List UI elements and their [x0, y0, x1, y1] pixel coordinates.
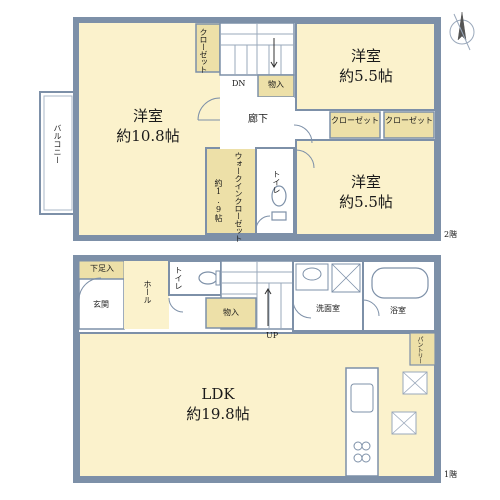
- label-toilet-2f: トイレ: [272, 170, 281, 194]
- label-western-se-size: 約5.5帖: [339, 193, 393, 211]
- label-hall: ホール: [143, 280, 152, 304]
- toilet-2f-fixture: [271, 185, 287, 207]
- label-closet-mid-1: クローゼット: [331, 116, 379, 125]
- label-western-large: 洋室 約10.8帖: [98, 106, 198, 146]
- label-toilet-1f: トイレ: [174, 266, 183, 290]
- label-closet-top: クローゼット: [199, 28, 208, 73]
- label-western-large-size: 約10.8帖: [116, 127, 180, 145]
- label-bath: 浴室: [390, 306, 406, 315]
- label-pantry: パントリー: [416, 336, 423, 364]
- label-hallway: 廊下: [248, 114, 268, 125]
- label-balcony: バルコニー: [53, 124, 62, 164]
- floor-1: [73, 255, 441, 483]
- closet-mid-1: [329, 111, 381, 139]
- closet-mid-2: [383, 111, 435, 139]
- label-western-ne-size: 約5.5帖: [339, 67, 393, 85]
- storage-1f: [205, 297, 257, 329]
- label-ldk-name: LDK: [201, 385, 235, 403]
- label-shoe-storage: 下足入: [90, 264, 114, 273]
- label-walkin-size: 約1.9帖: [214, 178, 223, 222]
- floor-2: [39, 17, 441, 241]
- label-stairs-dn: DN: [232, 79, 246, 88]
- label-western-ne-name: 洋室: [350, 47, 381, 65]
- label-ldk-size: 約19.8帖: [186, 405, 250, 423]
- label-western-ne: 洋室 約5.5帖: [316, 46, 416, 86]
- hall: [124, 261, 169, 329]
- room-western-ne: [295, 22, 436, 111]
- compass: [449, 11, 475, 51]
- balcony: [39, 91, 77, 215]
- label-western-se-name: 洋室: [350, 173, 381, 191]
- label-floor1: 1階: [444, 470, 458, 479]
- room-western-se: [295, 139, 436, 236]
- entrance: [78, 278, 125, 330]
- label-storage-2f: 物入: [268, 80, 284, 89]
- label-ldk: LDK 約19.8帖: [168, 384, 268, 424]
- label-floor2: 2階: [444, 230, 458, 239]
- hallway: [220, 97, 294, 149]
- label-walkin-name: ウォークインクローゼット: [234, 152, 243, 242]
- label-washroom: 洗面室: [316, 304, 340, 313]
- label-stairs-up: UP: [266, 331, 279, 340]
- pantry: [409, 332, 436, 366]
- label-western-large-name: 洋室: [132, 107, 163, 125]
- label-entrance: 玄関: [93, 300, 109, 309]
- label-western-se: 洋室 約5.5帖: [316, 172, 416, 212]
- room-walkin: [205, 147, 257, 235]
- label-closet-mid-2: クローゼット: [385, 116, 433, 125]
- balcony-inner: [43, 95, 73, 211]
- label-storage-1f: 物入: [223, 308, 239, 317]
